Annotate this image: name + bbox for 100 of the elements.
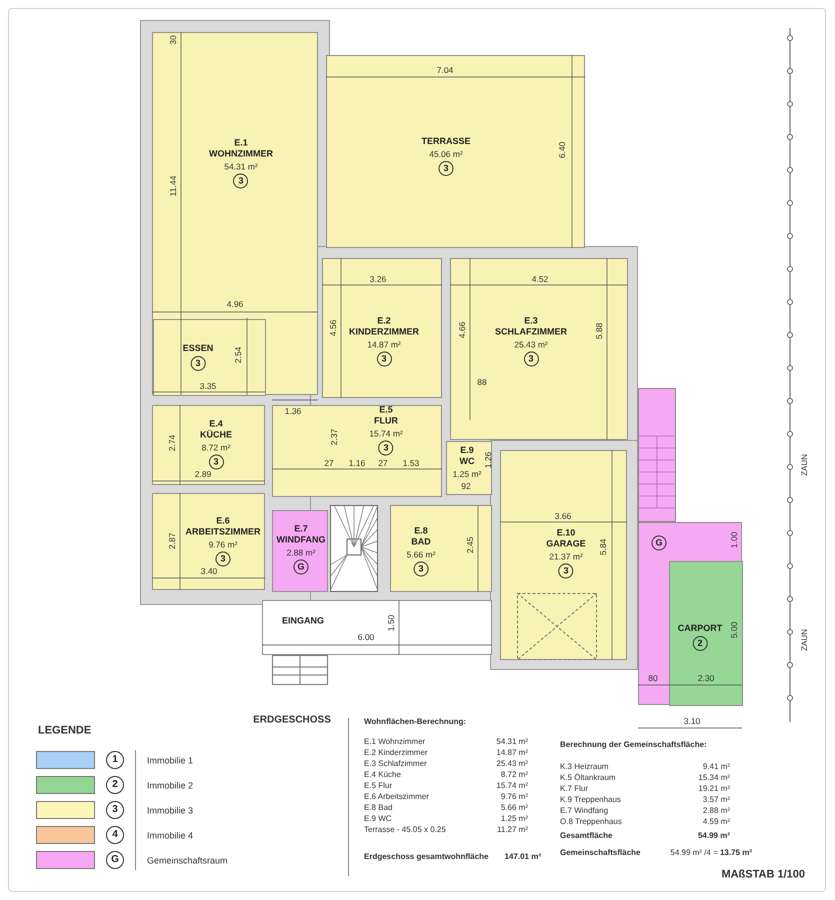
fence-label: ZAUN bbox=[801, 629, 809, 651]
table-cell: 54.31 m² bbox=[496, 738, 528, 746]
dimension-label: 2.89 bbox=[194, 470, 212, 478]
table-cell: Gesamtfläche bbox=[560, 832, 612, 840]
fence-label: ZAUN bbox=[801, 454, 809, 476]
dimension-label: 3.10 bbox=[684, 716, 700, 726]
legend-heading: LEGENDE bbox=[38, 726, 92, 736]
table-cell: K.3 Heizraum bbox=[560, 763, 608, 771]
dimension-label: 2.74 bbox=[168, 434, 176, 452]
dimension-label: 3.40 bbox=[200, 566, 218, 576]
dimension-label: 2.45 bbox=[466, 536, 474, 554]
zone-number-badge: 3 bbox=[438, 161, 454, 176]
table-heading: Berechnung der Gemeinschaftsfläche: bbox=[560, 741, 707, 749]
zone-number-badge: 3 bbox=[190, 356, 206, 371]
legend-label: Immobilie 4 bbox=[147, 829, 194, 842]
table-cell: K.5 Öltankraum bbox=[560, 774, 616, 782]
dining-area bbox=[153, 319, 266, 396]
zone-number-badge: 1 bbox=[106, 751, 124, 769]
table-cell: 25.43 m² bbox=[496, 760, 528, 768]
carport-area bbox=[669, 561, 743, 706]
table-cell: 19.21 m² bbox=[698, 785, 730, 793]
dimension-label: 1.00 bbox=[730, 532, 738, 548]
zone-number-badge: 3 bbox=[414, 562, 428, 576]
zone-number-badge: G bbox=[652, 536, 666, 550]
table-cell: O.8 Treppenhaus bbox=[560, 818, 622, 826]
room-area-value: 25.43 m² bbox=[514, 340, 548, 350]
dimension-label: 1.50 bbox=[386, 614, 396, 632]
dimension-label: 27 bbox=[324, 458, 334, 468]
room-name: E.3 SCHLAFZIMMER bbox=[495, 316, 567, 338]
dimension-label: 11.44 bbox=[168, 176, 178, 196]
common-area bbox=[638, 522, 742, 705]
table-cell: E.7 Windfang bbox=[560, 807, 608, 815]
dimension-label: 5.84 bbox=[598, 538, 608, 556]
table-cell: 5.66 m² bbox=[500, 804, 528, 812]
zone-number-badge: G bbox=[106, 851, 124, 869]
table-cell: 147.01 m² bbox=[504, 853, 541, 861]
table-cell: 54.99 m² /4 = 13.75 m² bbox=[670, 849, 752, 857]
dimension-label: 2.30 bbox=[698, 674, 714, 682]
room-name: E.2 KINDERZIMMER bbox=[349, 316, 419, 338]
dimension-label: 4.52 bbox=[532, 274, 548, 284]
dimension-label: 7.04 bbox=[436, 66, 454, 74]
zone-number-badge: 3 bbox=[376, 352, 392, 366]
dimension-label: 3.35 bbox=[200, 382, 216, 390]
room-area-value: 8.72 m² bbox=[202, 442, 230, 452]
room-name: E.6 ARBEITSZIMMER bbox=[186, 516, 260, 538]
room bbox=[390, 505, 492, 592]
room-area-value: 21.37 m² bbox=[549, 552, 583, 562]
dimension-label: 5.00 bbox=[730, 622, 738, 638]
dimension-label: 2.87 bbox=[168, 532, 176, 550]
table-cell: E.3 Schlafzimmer bbox=[364, 760, 427, 768]
room bbox=[152, 32, 318, 395]
zone-number-badge: 3 bbox=[208, 454, 224, 470]
table-cell: 9.76 m² bbox=[500, 793, 528, 801]
room bbox=[322, 258, 442, 398]
room-name: EINGANG bbox=[282, 616, 324, 626]
room bbox=[272, 510, 328, 592]
table-heading: Wohnflächen-Berechnung: bbox=[364, 718, 466, 726]
table-cell: 14.87 m² bbox=[496, 749, 528, 757]
room-name: CARPORT bbox=[678, 623, 722, 634]
floor-title: ERDGESCHOSS bbox=[253, 714, 331, 728]
room-name: E.8 BAD bbox=[411, 526, 431, 548]
dimension-label: 92 bbox=[461, 482, 471, 490]
table-cell: 11.27 m² bbox=[497, 826, 528, 834]
table-cell: 9.41 m² bbox=[702, 763, 730, 771]
table-cell: K.9 Treppenhaus bbox=[560, 796, 621, 804]
dimension-label: 2.37 bbox=[330, 428, 338, 446]
zone-number-badge: 4 bbox=[106, 826, 124, 844]
dimension-label: 1.36 bbox=[284, 406, 302, 416]
zone-number-badge: 3 bbox=[524, 352, 538, 366]
scale-note: MAßSTAB 1/100 bbox=[721, 870, 805, 880]
zone-number-badge: 3 bbox=[106, 801, 124, 819]
dimension-label: 4.56 bbox=[328, 320, 338, 336]
table-cell: 15.34 m² bbox=[698, 774, 730, 782]
room bbox=[152, 405, 265, 485]
table-cell: 8.72 m² bbox=[500, 771, 528, 779]
zone-number-badge: 3 bbox=[234, 174, 248, 188]
table-cell: K.7 Flur bbox=[560, 785, 588, 793]
dimension-label: 3.26 bbox=[370, 274, 386, 284]
table-cell: E.9 WC bbox=[364, 815, 392, 823]
room-name: E.7 WINDFANG bbox=[276, 524, 326, 546]
dimension-label: 5.88 bbox=[594, 322, 604, 340]
room bbox=[446, 441, 492, 495]
room-name: E.9 WC bbox=[460, 445, 474, 467]
room-name: E.1 WOHNZIMMER bbox=[209, 138, 273, 160]
dimension-label: 80 bbox=[648, 674, 658, 682]
room-name: TERRASSE bbox=[422, 136, 470, 147]
table-cell: E.8 Bad bbox=[364, 804, 392, 812]
zone-number-badge: G bbox=[294, 560, 308, 574]
dimension-label: 6.00 bbox=[358, 632, 374, 642]
entrance-area bbox=[262, 600, 492, 655]
table-cell: 54.99 m² bbox=[698, 832, 730, 840]
room-area-value: 1.25 m² bbox=[452, 469, 482, 479]
room bbox=[272, 405, 442, 497]
table-cell: E.1 Wohnzimmer bbox=[364, 738, 426, 746]
room-area-value: 2.88 m² bbox=[286, 548, 316, 558]
table-cell: Gemeinschaftsfläche bbox=[560, 849, 640, 857]
room-area-value: 5.66 m² bbox=[406, 550, 436, 560]
zone-number-badge: 3 bbox=[216, 552, 230, 566]
room bbox=[152, 493, 265, 590]
zone-number-badge: 3 bbox=[558, 564, 574, 578]
